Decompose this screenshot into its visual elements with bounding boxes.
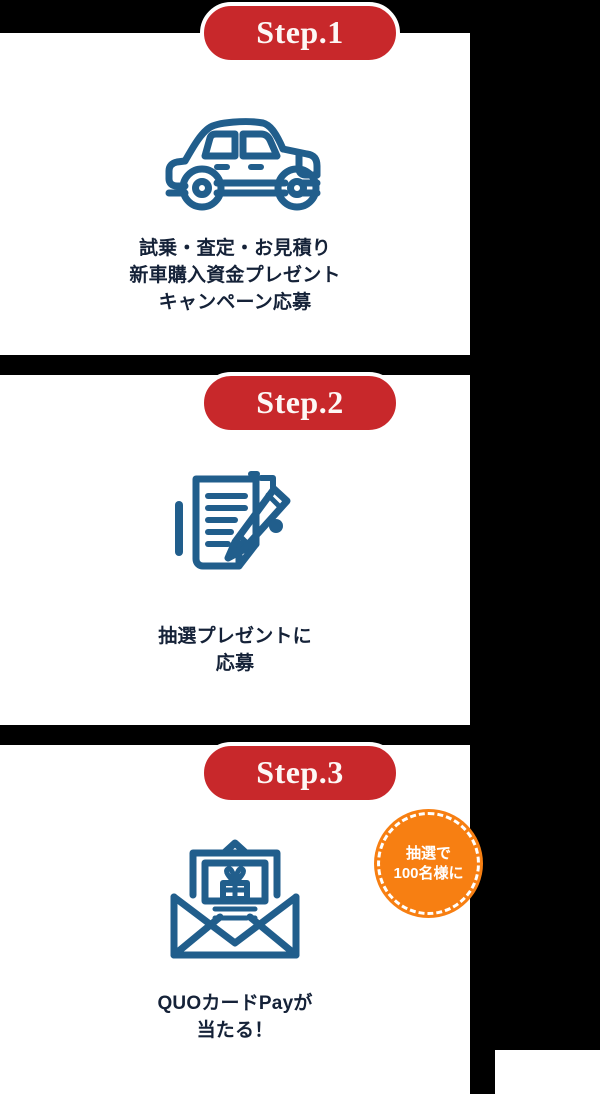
step-3-caption: QUOカードPayが 当たる！ — [0, 991, 470, 1045]
step-card-3-footer-left — [0, 1050, 470, 1094]
step-3-caption-line-1: QUOカードPayが — [157, 993, 313, 1014]
step-card-3-footer-right — [495, 1050, 600, 1094]
document-pencil-icon — [173, 470, 297, 591]
step-2-caption-line-2: 応募 — [215, 652, 255, 674]
step-badge-1-label: Step.1 — [256, 14, 344, 50]
lottery-badge-line-2: 100名様に — [393, 864, 464, 882]
step-3-icon-area — [0, 838, 470, 968]
step-2-caption: 抽選プレゼントに 応募 — [0, 624, 470, 678]
step-1-caption-line-3: キャンペーン応募 — [158, 291, 312, 313]
lottery-badge-line-1: 抽選で — [405, 845, 451, 862]
step-badge-2: Step.2 — [200, 372, 400, 434]
step-badge-3: Step.3 — [200, 742, 400, 804]
step-1-icon-area — [0, 108, 470, 218]
envelope-gift-icon — [166, 839, 304, 968]
step-3-caption-line-2: 当たる！ — [196, 1019, 274, 1041]
step-1-caption: 試乗・査定・お見積り 新車購入資金プレゼント キャンペーン応募 — [0, 236, 470, 317]
car-icon — [147, 109, 323, 218]
step-2-icon-area — [0, 470, 470, 590]
step-badge-2-label: Step.2 — [256, 384, 344, 420]
step-badge-1: Step.1 — [200, 2, 400, 64]
step-1-caption-line-1: 試乗・査定・お見積り — [138, 238, 331, 259]
lottery-badge: 抽選で 100名様に — [377, 812, 480, 915]
step-2-caption-line-1: 抽選プレゼントに — [158, 626, 312, 647]
step-1-caption-line-2: 新車購入資金プレゼント — [129, 264, 341, 286]
step-badge-3-label: Step.3 — [256, 754, 344, 790]
